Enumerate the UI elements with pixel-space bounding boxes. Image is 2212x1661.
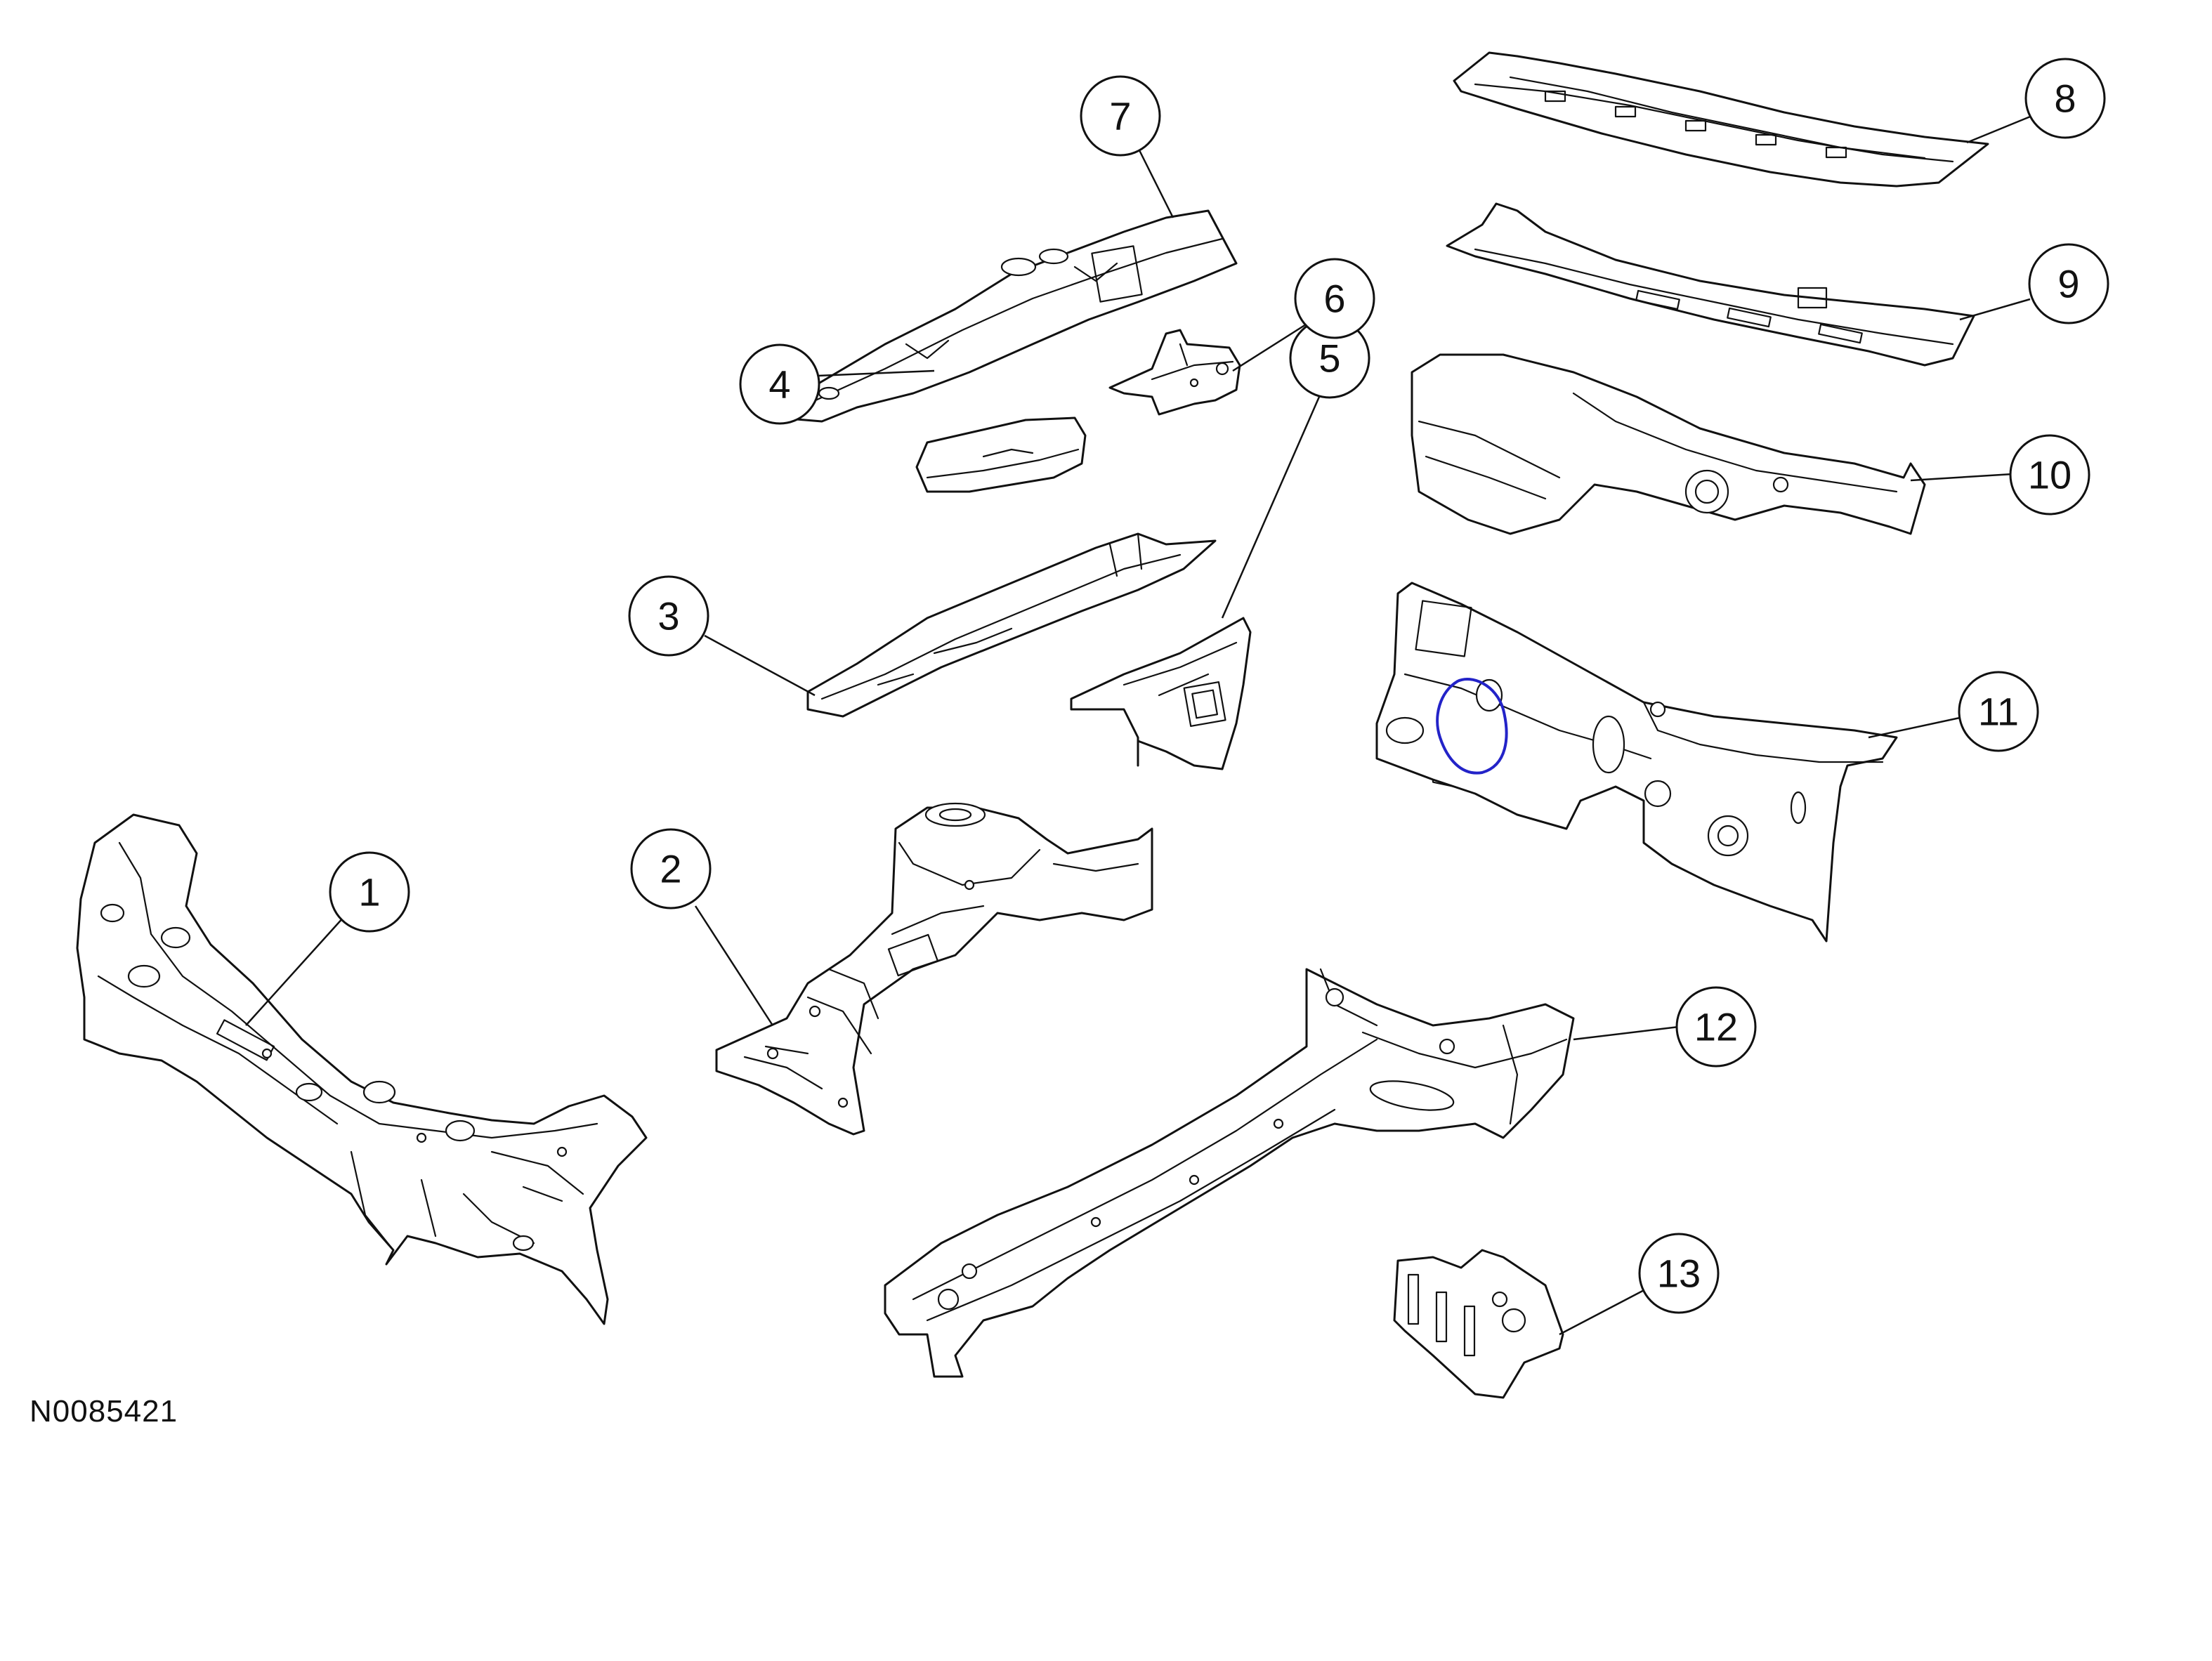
callout-6: 6 [1294, 258, 1375, 339]
reference-code: N0085421 [30, 1394, 178, 1429]
callout-12-label: 12 [1694, 1005, 1738, 1049]
callout-2: 2 [630, 828, 712, 910]
part-6-bracket [1108, 329, 1241, 416]
leader-lines [245, 112, 2038, 1336]
part-13-bracket [1393, 1249, 1564, 1399]
callout-1-label: 1 [358, 870, 380, 914]
part-9-cowl-lower [1446, 202, 1975, 367]
part-1-front-crossmember [76, 813, 648, 1325]
part-4-bracket [915, 416, 1087, 493]
part-11-dash-panel [1375, 582, 1898, 943]
callout-9-label: 9 [2057, 262, 2079, 306]
part-7-upper-rail [775, 209, 1238, 423]
callout-13-label: 13 [1657, 1252, 1701, 1296]
callout-3-label: 3 [657, 594, 679, 638]
callout-10: 10 [2009, 434, 2090, 516]
callout-11-label: 11 [1978, 690, 2019, 734]
part-3-rail-extension [806, 532, 1217, 718]
callout-4-label: 4 [768, 362, 790, 407]
callout-7-label: 7 [1109, 94, 1131, 138]
callout-9: 9 [2028, 243, 2109, 324]
callout-8: 8 [2024, 58, 2106, 139]
callout-8-label: 8 [2054, 77, 2076, 121]
callout-1: 1 [329, 851, 410, 933]
callout-13: 13 [1638, 1233, 1720, 1314]
part-2-shock-tower-apron [715, 802, 1153, 1136]
callout-5: 5 [1289, 317, 1370, 399]
callout-2-label: 2 [660, 847, 681, 891]
callout-7: 7 [1080, 75, 1161, 157]
callout-6-label: 6 [1323, 277, 1345, 321]
callout-10-label: 10 [2028, 453, 2072, 497]
callout-5-label: 5 [1318, 336, 1340, 381]
callout-3: 3 [628, 575, 709, 657]
callout-12: 12 [1675, 986, 1757, 1068]
callout-4: 4 [739, 343, 820, 425]
part-8-cowl-top [1453, 51, 1989, 188]
callout-11: 11 [1958, 671, 2039, 752]
part-5-bracket [1070, 617, 1252, 770]
part-12-frame-rail [884, 968, 1575, 1378]
